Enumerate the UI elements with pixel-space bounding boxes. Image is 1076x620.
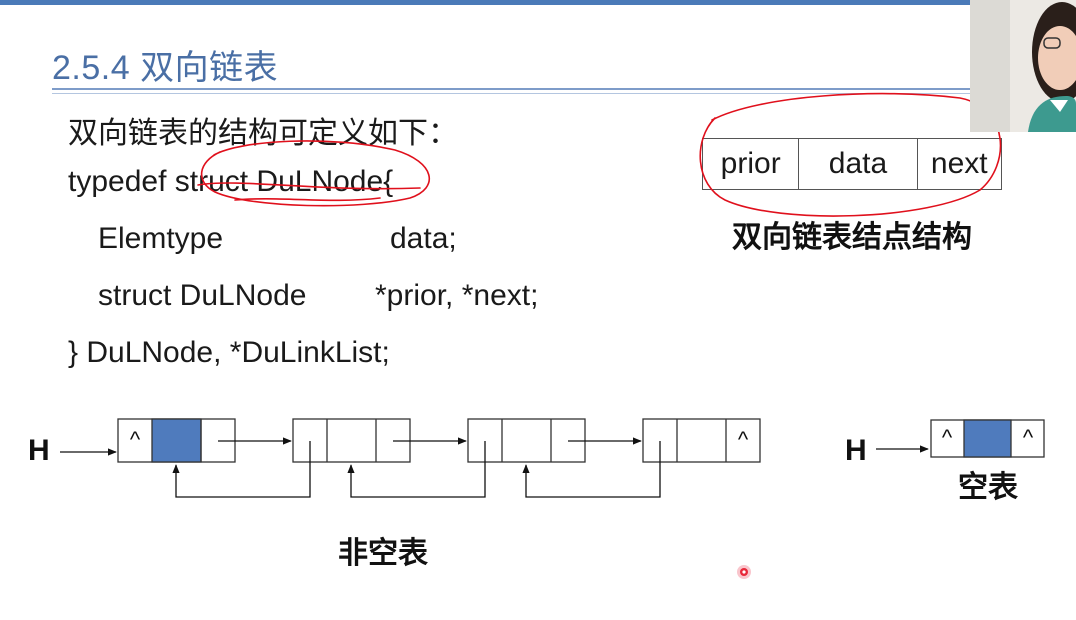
null-pointer-right: ^ [1023,425,1034,450]
node-structure-caption: 双向链表结点结构 [732,221,972,254]
head-node: ^ [117,418,236,463]
node-field-data: data [799,139,918,189]
nonempty-caption: 非空表 [338,537,428,570]
list-node-2 [467,418,586,463]
code-line-typedef: typedef struct DuLNode{ [68,165,394,198]
code-line-closing: } DuLNode, *DuLinkList; [68,336,390,369]
node-field-next: next [930,147,988,180]
node-structure-circle [699,92,1002,217]
code-line-elemtype-type: Elemtype [98,222,224,255]
title-divider-thin [52,93,972,94]
intro-text: 双向链表的结构可定义如下： [68,117,458,150]
nonempty-head-label: H [28,434,50,467]
list-node-tail: ^ [642,418,761,463]
null-pointer-left: ^ [942,425,953,450]
node-structure-box: prior data next [702,138,1002,190]
title-divider [52,88,972,90]
node-field-prior: prior [703,139,800,189]
empty-head-label: H [845,434,867,467]
presenter-video-frame [970,0,1076,132]
laser-pointer-dot [737,565,751,579]
top-accent-bar [0,0,1076,5]
null-pointer-symbol: ^ [738,427,749,452]
code-line-pointers-field: *prior, *next; [375,279,539,312]
struct-name-circle [200,140,430,207]
empty-node-data-cell [963,419,1012,458]
empty-caption: 空表 [958,471,1018,504]
code-line-elemtype-field: data; [390,222,457,255]
red-annotation-strokes [197,92,1002,217]
head-node-data-cell [151,418,202,463]
empty-list-node: ^ ^ [930,419,1045,458]
presenter-webcam [970,0,1076,132]
underline-annotation [234,197,381,202]
slide-title: 2.5.4 双向链表 [52,49,279,87]
strikethrough-annotation [197,182,421,190]
null-pointer-symbol: ^ [130,427,141,452]
list-node-1 [292,418,411,463]
code-line-pointers-type: struct DuLNode [98,279,307,312]
prior-pointer-arrows [172,441,661,498]
